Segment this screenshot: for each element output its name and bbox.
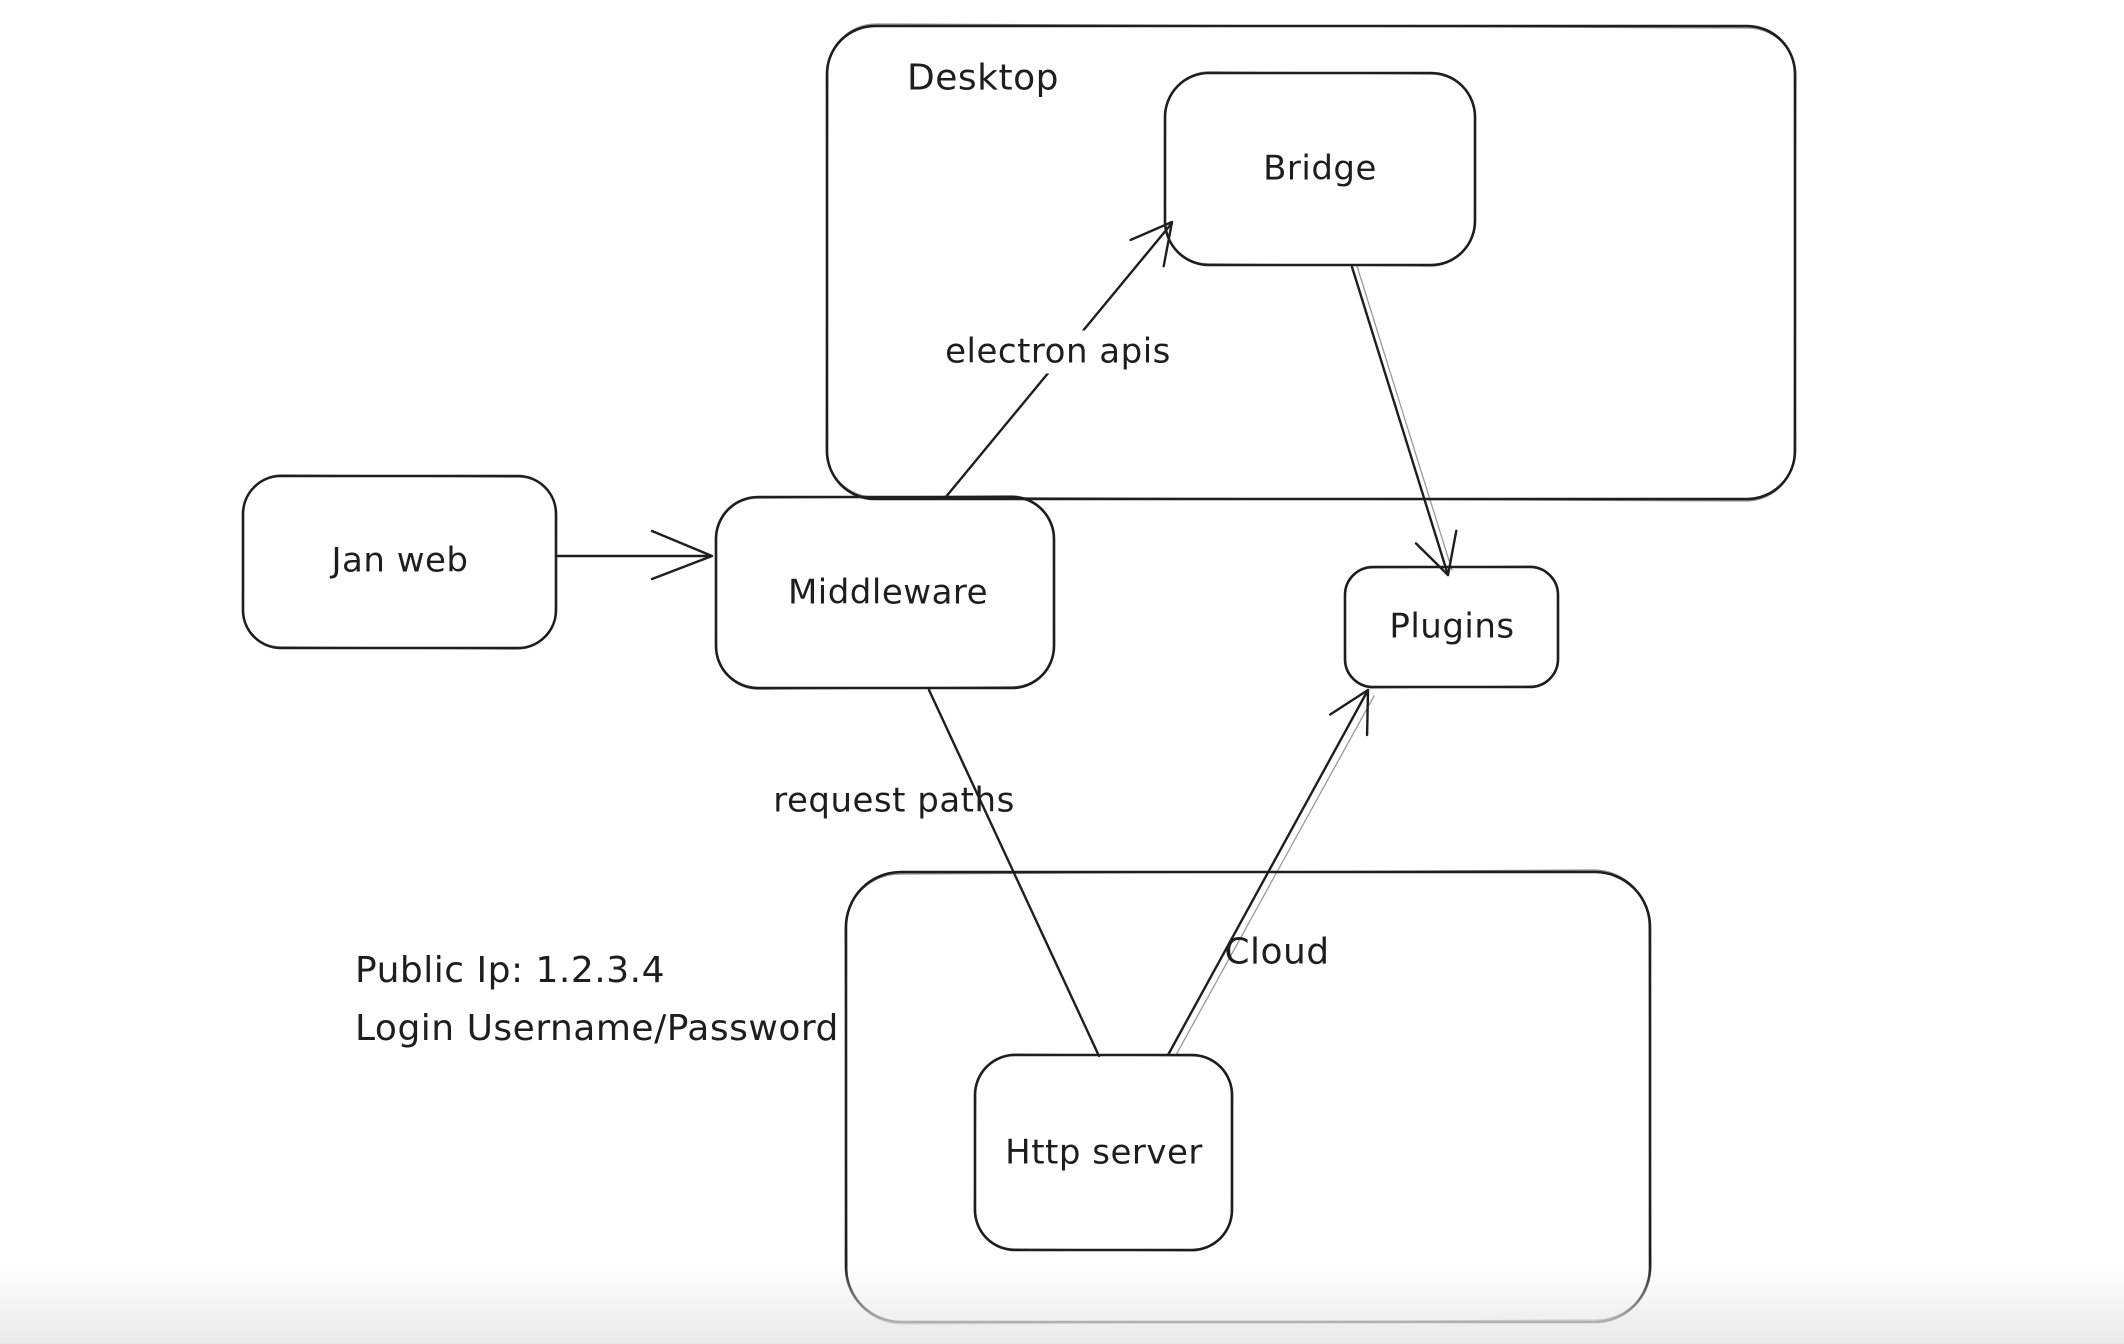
edge-jan-web-to-middleware[interactable] xyxy=(554,529,714,581)
plugins-node-overdraw xyxy=(1343,565,1560,689)
jan-web-node-label: Jan web xyxy=(331,540,469,581)
edge-http-server-to-plugins[interactable] xyxy=(1166,688,1375,1057)
annotation-text: Public Ip: 1.2.3.4 Login Username/Passwo… xyxy=(355,942,839,1058)
jan-web-node-overdraw xyxy=(241,474,558,650)
arrowhead-right xyxy=(650,529,714,581)
desktop-container-label: Desktop xyxy=(907,57,1059,99)
middleware-node-label: Middleware xyxy=(787,572,989,613)
http-server-node-overdraw xyxy=(973,1053,1234,1252)
bridge-node-label: Bridge xyxy=(1263,148,1377,189)
jan-web-node[interactable] xyxy=(241,474,558,650)
edge-label-request-paths: request paths xyxy=(773,780,1015,821)
bridge-node[interactable] xyxy=(1163,71,1477,267)
desktop-container-overdraw xyxy=(825,23,1797,502)
arrowhead-down xyxy=(1414,529,1458,577)
middleware-node[interactable] xyxy=(714,495,1056,690)
bridge-node-overdraw xyxy=(1163,71,1477,267)
edge-bridge-to-plugins-overdraw xyxy=(1356,265,1453,571)
desktop-container[interactable] xyxy=(825,23,1797,502)
arrowhead-up-right xyxy=(1328,688,1370,737)
cloud-container-label: Cloud xyxy=(1224,931,1330,973)
annotation-login: Login Username/Password xyxy=(355,1008,839,1049)
http-server-node[interactable] xyxy=(973,1053,1234,1252)
middleware-node-overdraw xyxy=(714,495,1056,690)
edge-bridge-to-plugins[interactable] xyxy=(1350,265,1458,577)
edge-middleware-to-http-server[interactable] xyxy=(927,688,1101,1058)
edge-label-electron-apis: electron apis xyxy=(935,330,1181,374)
arrowhead-up-right xyxy=(1129,220,1174,268)
plugins-node-label: Plugins xyxy=(1389,606,1515,647)
plugins-node[interactable] xyxy=(1343,565,1560,689)
http-server-node-label: Http server xyxy=(1005,1132,1203,1173)
edge-http-server-to-plugins-overdraw xyxy=(1175,695,1375,1056)
annotation-public-ip: Public Ip: 1.2.3.4 xyxy=(355,950,665,991)
